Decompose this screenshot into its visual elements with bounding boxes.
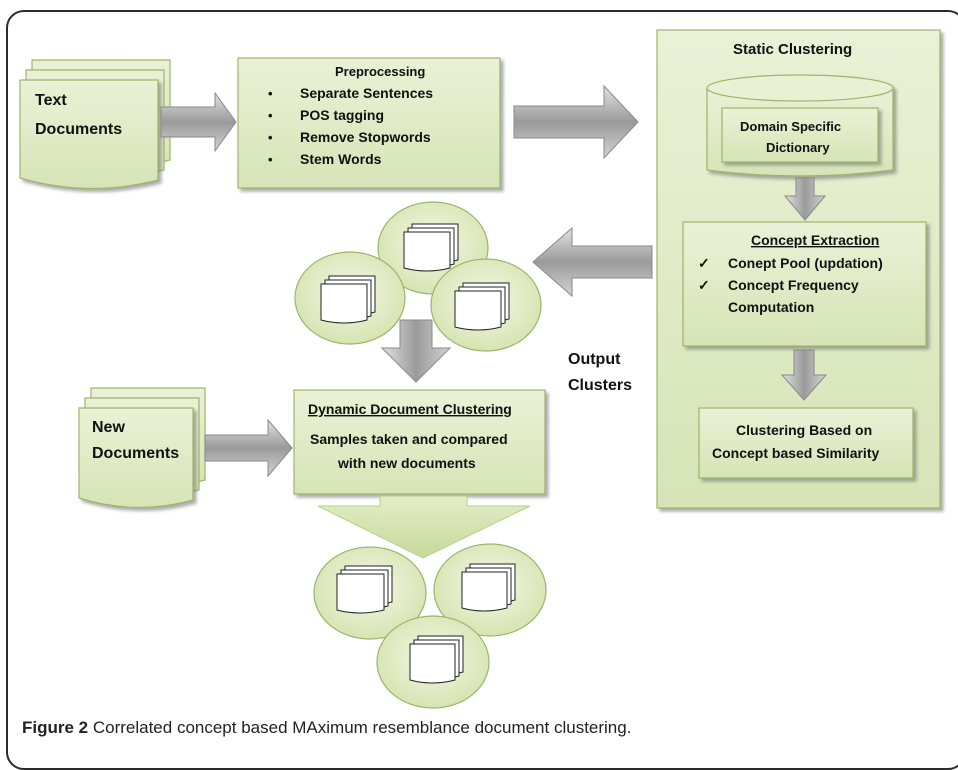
clustering-box — [698, 407, 914, 479]
text-documents-label-1: Text — [35, 92, 67, 109]
figure-caption: Figure 2 Correlated concept based MAximu… — [22, 718, 631, 738]
diagram-stage: Text Documents Preprocessing • Separate … — [6, 10, 958, 770]
clustering-label-2: Concept based Similarity — [712, 445, 879, 461]
cluster-doc-icon-1 — [403, 223, 459, 272]
cluster-doc-icon-2 — [320, 275, 376, 324]
concept-extraction-box — [682, 221, 927, 347]
check-icon-1: ✓ — [698, 255, 710, 271]
arrow-newdocs-to-dynamic — [204, 418, 293, 478]
preprocessing-item-1: Separate Sentences — [300, 85, 433, 101]
dictionary-label-1: Domain Specific — [740, 119, 841, 134]
output-clusters-label-2: Clusters — [568, 377, 632, 394]
bullet-2: • — [268, 108, 273, 123]
figure-caption-text: Correlated concept based MAximum resembl… — [88, 718, 632, 737]
check-icon-2: ✓ — [698, 277, 710, 293]
bullet-3: • — [268, 130, 273, 145]
flow-diagram: Text Documents Preprocessing • Separate … — [19, 29, 941, 709]
arrow-dictionary-to-concept — [783, 177, 827, 221]
concept-extraction-title: Concept Extraction — [751, 232, 879, 248]
text-documents-icon — [19, 59, 171, 190]
bullet-1: • — [268, 86, 273, 101]
dynamic-clustering-line-1: Samples taken and compared — [310, 431, 508, 447]
dictionary-box — [721, 107, 879, 163]
dictionary-label-2: Dictionary — [766, 140, 830, 155]
result-doc-icon-2 — [461, 563, 516, 612]
arrow-concept-to-clustering — [780, 349, 828, 401]
preprocessing-item-2: POS tagging — [300, 107, 384, 123]
clustering-label-1: Clustering Based on — [736, 422, 872, 438]
new-documents-label-1: New — [92, 419, 125, 436]
arrow-preprocessing-to-static — [513, 84, 639, 160]
figure-caption-label: Figure 2 — [22, 718, 89, 737]
result-doc-icon-1 — [336, 565, 393, 614]
concept-item-1: Conept Pool (updation) — [728, 255, 883, 271]
preprocessing-item-3: Remove Stopwords — [300, 129, 431, 145]
dynamic-clustering-title: Dynamic Document Clustering — [308, 401, 512, 417]
dynamic-clustering-box — [293, 389, 546, 495]
preprocessing-item-4: Stem Words — [300, 151, 382, 167]
dynamic-clustering-line-2: with new documents — [337, 455, 476, 471]
result-doc-icon-3 — [409, 635, 464, 684]
bullet-4: • — [268, 152, 273, 167]
arrow-clusters-to-dynamic — [380, 319, 452, 383]
new-documents-label-2: Documents — [92, 445, 179, 462]
arrow-concept-to-clusters — [532, 226, 653, 298]
arrow-docs-to-preprocessing — [160, 91, 237, 153]
output-cluster-circles — [294, 201, 542, 352]
preprocessing-box — [237, 57, 501, 189]
new-documents-icon — [78, 387, 206, 509]
preprocessing-title: Preprocessing — [335, 64, 425, 79]
cluster-doc-icon-3 — [454, 282, 510, 331]
static-clustering-title: Static Clustering — [733, 41, 852, 58]
concept-item-2-line-2: Computation — [728, 299, 814, 315]
text-documents-label-2: Documents — [35, 121, 122, 138]
output-clusters-label-1: Output — [568, 351, 621, 368]
arrow-dynamic-to-result — [317, 495, 531, 559]
concept-item-2-line-1: Concept Frequency — [728, 277, 859, 293]
